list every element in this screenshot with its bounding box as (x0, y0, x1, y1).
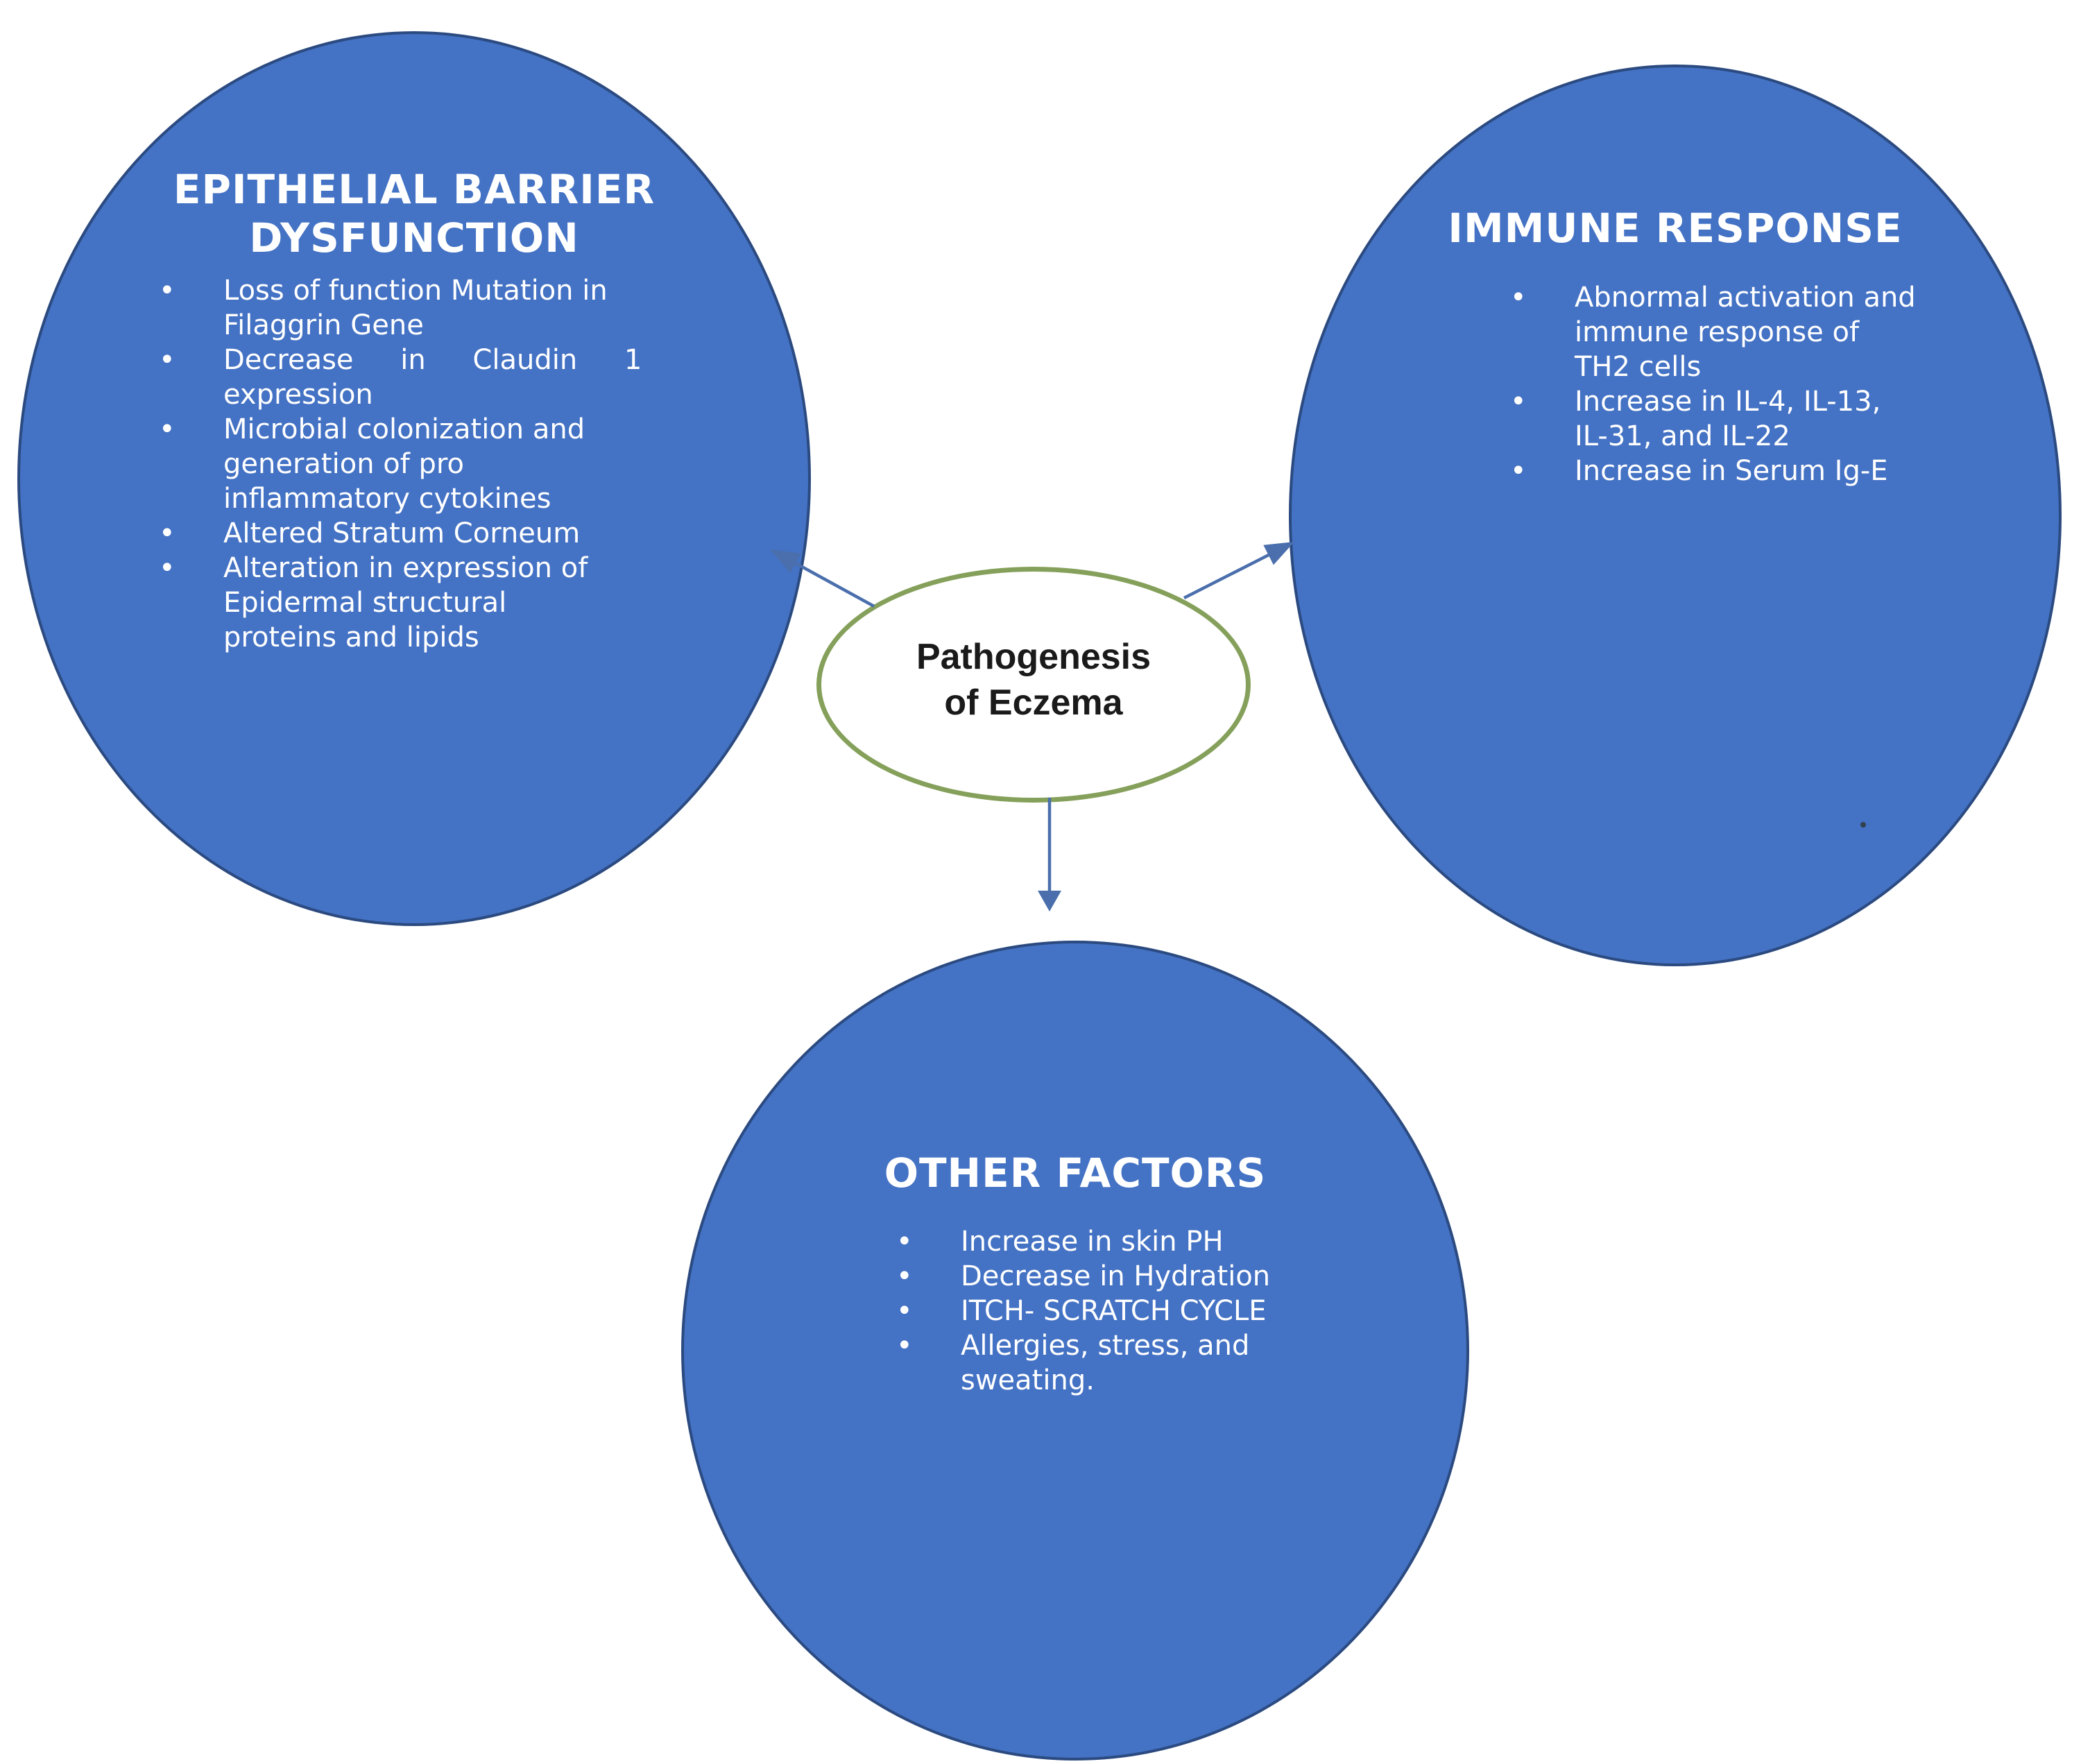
other-factors-circle: OTHER FACTORS Increase in skin PH Decrea… (681, 941, 1469, 1761)
center-label: Pathogenesis of Eczema (916, 636, 1151, 723)
bullet-item: Increase in skin PH (896, 1224, 1396, 1259)
bullet-item: Altered Stratum Corneum (159, 516, 644, 551)
immune-response-title: IMMUNE RESPONSE (1448, 205, 1903, 252)
bullet-item: Decrease in Claudin 1 expression (159, 343, 644, 412)
immune-response-circle: IMMUNE RESPONSE Abnormal activation and … (1289, 65, 2062, 966)
bullet-item: Decrease in Hydration (896, 1259, 1396, 1294)
bullet-text: ITCH- SCRATCH CYCLE (961, 1295, 1267, 1327)
bullet-text: Allergies, stress, and sweating. (961, 1330, 1250, 1396)
bullet-text: Altered Stratum Corneum (223, 517, 581, 549)
arrowhead-icon (1038, 891, 1061, 911)
bullet-text: Increase in skin PH (961, 1226, 1224, 1258)
arrow-line (1183, 553, 1270, 600)
stray-dot (1860, 822, 1866, 828)
bullet-text: Increase in IL-4, IL-13, IL-31, and IL-2… (1575, 386, 1881, 452)
other-bullet-list: Increase in skin PH Decrease in Hydratio… (896, 1224, 1396, 1398)
bullet-item: ITCH- SCRATCH CYCLE (896, 1294, 1396, 1328)
bullet-text: Abnormal activation and immune response … (1575, 282, 1916, 383)
bullet-item: Microbial colonization and generation of… (159, 412, 644, 516)
bullet-text: Microbial colonization and generation of… (223, 413, 585, 515)
bullet-item: Increase in Serum Ig-E (1510, 454, 1996, 488)
bullet-text: Increase in Serum Ig-E (1575, 455, 1888, 487)
bullet-item: Alteration in expression of Epidermal st… (159, 551, 644, 655)
immune-bullet-list: Abnormal activation and immune response … (1510, 280, 1996, 488)
epithelial-barrier-title: EPITHELIAL BARRIER DYSFUNCTION (173, 166, 656, 262)
bullet-text: Decrease in Hydration (961, 1260, 1271, 1292)
bullet-text: Decrease in Claudin 1 expression (223, 344, 642, 411)
epithelial-bullet-list: Loss of function Mutation in Filaggrin G… (159, 273, 644, 655)
bullet-item: Increase in IL-4, IL-13, IL-31, and IL-2… (1510, 384, 1996, 454)
bullet-text: Alteration in expression of Epidermal st… (223, 552, 588, 653)
bullet-item: Abnormal activation and immune response … (1510, 280, 1996, 384)
arrow-line (794, 562, 875, 608)
bullet-item: Loss of function Mutation in Filaggrin G… (159, 273, 644, 343)
bullet-item: Allergies, stress, and sweating. (896, 1328, 1396, 1398)
arrow-to-immune (1183, 542, 1294, 600)
arrow-to-other (1038, 798, 1061, 911)
bullet-text: Loss of function Mutation in Filaggrin G… (223, 275, 608, 341)
center-node: Pathogenesis of Eczema (816, 567, 1251, 803)
other-factors-title: OTHER FACTORS (884, 1149, 1267, 1197)
epithelial-barrier-circle: EPITHELIAL BARRIER DYSFUNCTION Loss of f… (17, 31, 811, 926)
